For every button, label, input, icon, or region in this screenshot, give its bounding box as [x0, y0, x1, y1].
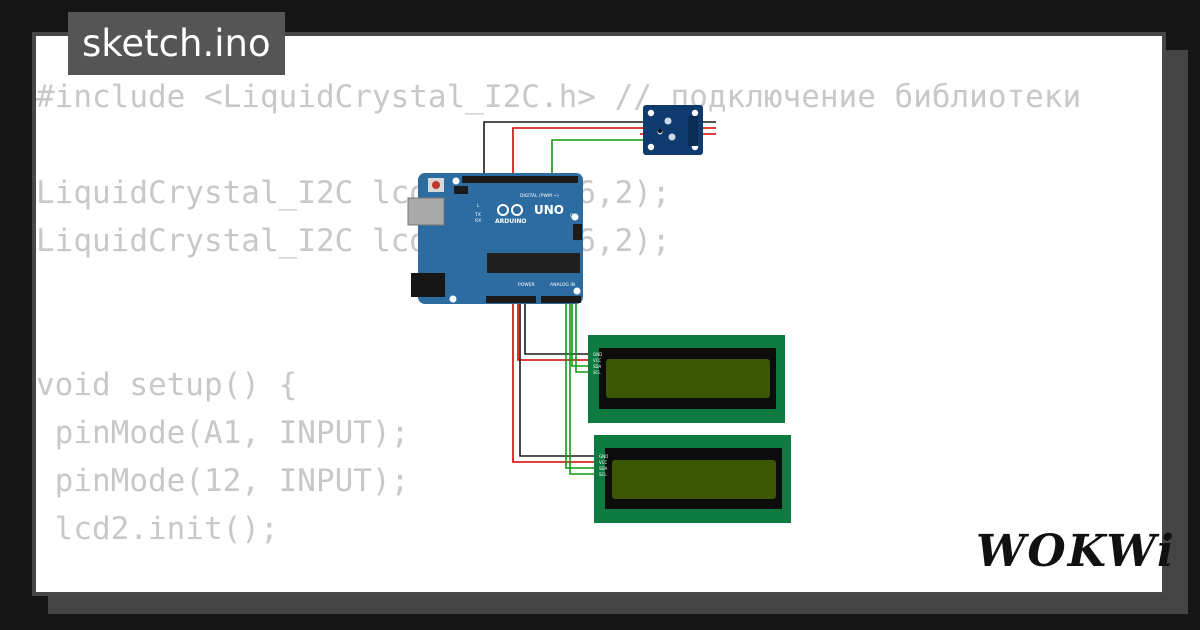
lcd1-pin-scl: SCL	[593, 370, 601, 375]
lcd2-pin-vcc: VCC	[599, 460, 608, 465]
digital-label: DIGITAL (PWM ~)	[520, 193, 559, 199]
code-line-7: void setup() {	[36, 367, 298, 403]
power-header	[486, 296, 536, 303]
atmega-chip	[487, 253, 580, 273]
lcd2-screen	[612, 460, 776, 499]
code-line-10: lcd2.init();	[36, 511, 279, 547]
board-model: UNO	[534, 203, 564, 217]
tx-label: TX	[474, 212, 481, 218]
lcd1-screen	[606, 359, 770, 398]
wire-lcd1-vcc	[517, 300, 594, 361]
analog-header	[541, 296, 581, 303]
lcd-display-1[interactable]: GND VCC SDA SCL	[588, 335, 785, 423]
wire-lcd1-gnd	[524, 300, 594, 355]
lcd2-pin-sda: SDA	[599, 466, 608, 471]
power-jack	[411, 273, 445, 297]
lcd1-pin-gnd: GND	[593, 352, 602, 357]
code-line-1: #include <LiquidCrystal_I2C.h> // подклю…	[36, 79, 1082, 115]
sensor-module[interactable]	[643, 105, 703, 155]
lcd2-pin-scl: SCL	[599, 472, 607, 477]
lcd2-pin-gnd: GND	[599, 454, 608, 459]
l-led-label: L	[477, 203, 480, 209]
wire-lcd2-sda	[565, 302, 600, 469]
usb-connector	[407, 197, 445, 226]
wire-lcd1-sda	[571, 302, 594, 367]
file-tab[interactable]: sketch.ino	[68, 12, 285, 75]
lcd1-pin-vcc: VCC	[593, 358, 602, 363]
analog-label: ANALOG IN	[550, 282, 575, 288]
wokwi-logo: WOKWi	[976, 526, 1176, 577]
board-brand: ARDUINO	[495, 218, 526, 225]
code-editor: #include <LiquidCrystal_I2C.h> // подклю…	[36, 73, 1136, 553]
wire-lcd2-gnd	[519, 300, 600, 457]
power-label: POWER	[518, 282, 535, 288]
wire-sensor-gnd	[483, 121, 716, 178]
wire-lcd2-scl	[569, 302, 600, 475]
rx-label: RX	[475, 218, 481, 224]
lcd1-pin-sda: SDA	[593, 364, 602, 369]
digital-header	[462, 176, 578, 183]
on-led-label: ON	[570, 213, 577, 219]
arduino-logo-icon	[497, 204, 523, 216]
lcd-display-2[interactable]: GND VCC SDA SCL	[594, 435, 791, 523]
wire-lcd2-vcc	[512, 300, 600, 463]
code-line-9: pinMode(12, INPUT);	[36, 463, 410, 499]
code-line-8: pinMode(A1, INPUT);	[36, 415, 410, 451]
arduino-uno-board[interactable]: UNO ARDUINO DIGITAL (PWM ~) POWER ANALOG…	[407, 173, 583, 304]
